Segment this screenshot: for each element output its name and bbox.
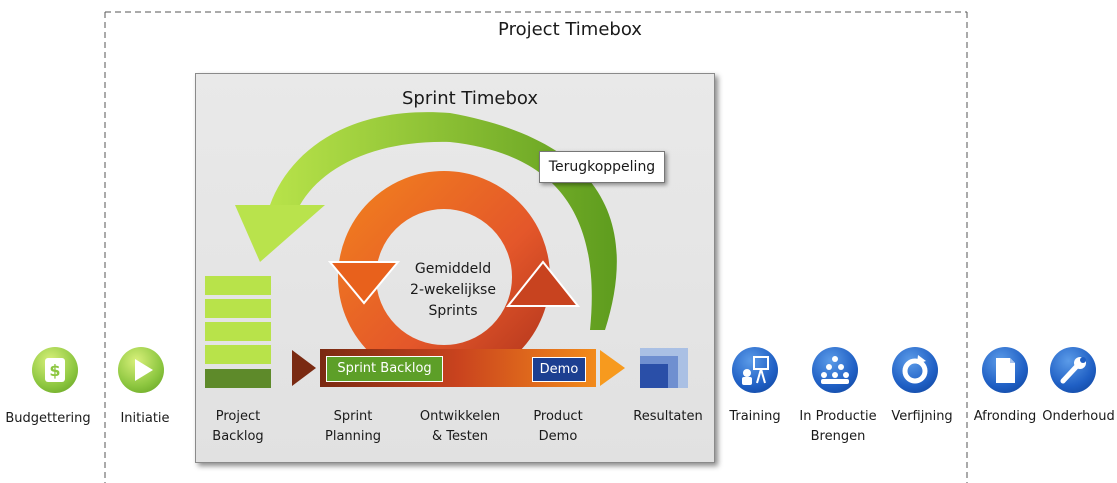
bar-end-arrow	[600, 350, 625, 386]
caption-budgettering: Budgettering	[5, 411, 91, 426]
wrench-icon	[1050, 347, 1096, 393]
ring-arrow-left	[327, 261, 401, 305]
refresh-icon-glyph	[902, 355, 928, 384]
sprint-timebox-title: Sprint Timebox	[401, 88, 539, 109]
dollar-icon: $	[32, 347, 78, 393]
sprint-backlog-label: Sprint Backlog	[326, 356, 443, 382]
ring-arrow-right	[505, 260, 581, 307]
feedback-arrowhead	[235, 205, 325, 262]
caption-sprint-planning: Sprint Planning	[318, 407, 388, 447]
caption-in-productie: In Productie Brengen	[796, 407, 880, 447]
presentation-icon-glyph	[742, 356, 769, 385]
caption-verfijning: Verfijning	[891, 409, 953, 424]
group-icon-glyph	[821, 356, 849, 384]
caption-line: Backlog	[212, 429, 264, 444]
caption-ontwikkelen: Ontwikkelen & Testen	[410, 407, 510, 447]
caption-line: Brengen	[810, 429, 866, 444]
feedback-label: Terugkoppeling	[539, 151, 665, 183]
project-timebox-title: Project Timebox	[498, 19, 642, 40]
wrench-icon-glyph	[1060, 357, 1086, 384]
center-line-2: 2-wekelijkse	[410, 282, 496, 298]
bar-start-arrow	[292, 350, 316, 386]
backlog-item	[205, 276, 271, 295]
backlog-item	[205, 369, 271, 388]
results-square	[640, 364, 668, 388]
play-icon-glyph	[135, 359, 153, 381]
demo-label: Demo	[532, 357, 586, 382]
caption-line: Planning	[325, 429, 381, 444]
sprint-duration-text: Gemiddeld 2-wekelijkse Sprints	[393, 259, 513, 322]
caption-training: Training	[729, 409, 781, 424]
center-line-1: Gemiddeld	[414, 261, 492, 277]
caption-line: & Testen	[431, 429, 489, 444]
caption-resultaten: Resultaten	[633, 409, 703, 424]
refresh-icon	[892, 347, 938, 393]
caption-onderhoud: Onderhoud	[1042, 409, 1115, 424]
caption-line: Product	[533, 409, 583, 424]
caption-line: Project	[215, 409, 261, 424]
backlog-item	[205, 322, 271, 341]
caption-product-demo: Product Demo	[520, 407, 596, 447]
svg-text:$: $	[49, 361, 60, 380]
group-icon	[812, 347, 858, 393]
backlog-item	[205, 299, 271, 318]
dollar-icon-glyph: $	[45, 358, 65, 382]
document-icon	[982, 347, 1028, 393]
play-icon	[118, 347, 164, 393]
caption-line: Sprint	[333, 409, 373, 424]
caption-project-backlog: Project Backlog	[203, 407, 273, 447]
caption-line: Demo	[538, 429, 578, 444]
caption-line: In Productie	[799, 409, 877, 424]
caption-line: Ontwikkelen	[419, 409, 501, 424]
center-line-3: Sprints	[428, 303, 478, 319]
document-icon-glyph	[996, 358, 1015, 383]
backlog-item	[205, 345, 271, 364]
presentation-icon	[732, 347, 778, 393]
caption-initiatie: Initiatie	[120, 411, 170, 426]
caption-afronding: Afronding	[973, 409, 1037, 424]
